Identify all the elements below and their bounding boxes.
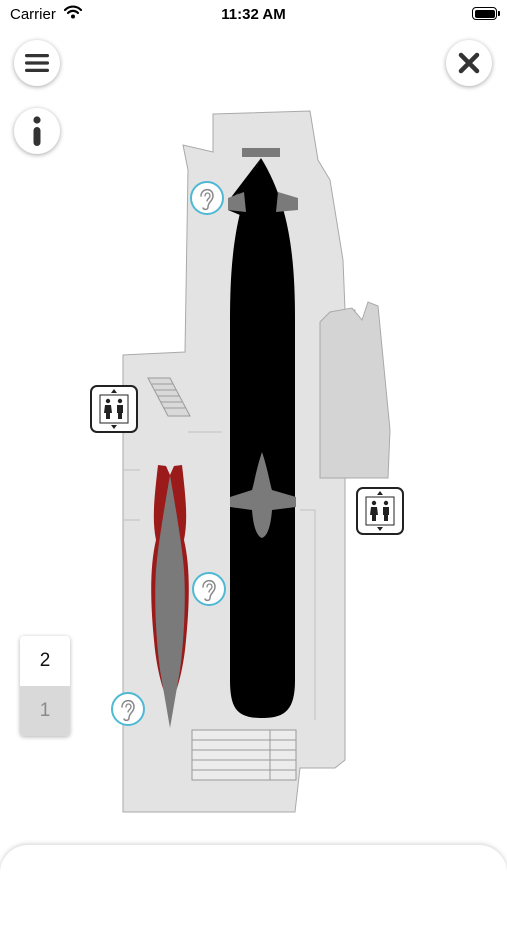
battery-icon <box>472 7 500 20</box>
torpedo-exhibit[interactable] <box>151 465 189 728</box>
elevator-icon <box>365 491 395 531</box>
audio-guide-marker[interactable] <box>190 181 224 215</box>
ear-icon <box>200 188 214 211</box>
hamburger-menu-icon <box>25 54 49 72</box>
room-dividers <box>123 431 316 720</box>
submarine-exhibit[interactable] <box>228 148 298 718</box>
status-bar: Carrier 11:32 AM <box>0 0 507 30</box>
elevator-marker[interactable] <box>356 487 404 535</box>
audio-guide-marker[interactable] <box>192 572 226 606</box>
floor-1-button[interactable]: 1 <box>20 686 70 736</box>
close-icon <box>458 52 480 74</box>
info-button[interactable] <box>14 108 60 154</box>
menu-button[interactable] <box>14 40 60 86</box>
info-icon <box>33 116 41 146</box>
bottom-sheet[interactable] <box>0 845 507 925</box>
floor-map[interactable] <box>0 0 507 900</box>
carrier-label: Carrier <box>10 6 56 23</box>
floor-2-button[interactable]: 2 <box>20 636 70 686</box>
clock-time: 11:32 AM <box>221 6 286 23</box>
floor-selector: 2 1 <box>20 636 70 736</box>
elevator-marker[interactable] <box>90 385 138 433</box>
wifi-icon <box>63 5 83 24</box>
elevator-icon <box>99 389 129 429</box>
audio-guide-marker[interactable] <box>111 692 145 726</box>
ear-icon <box>202 579 216 602</box>
close-button[interactable] <box>446 40 492 86</box>
staircase <box>147 377 297 781</box>
ear-icon <box>121 699 135 722</box>
